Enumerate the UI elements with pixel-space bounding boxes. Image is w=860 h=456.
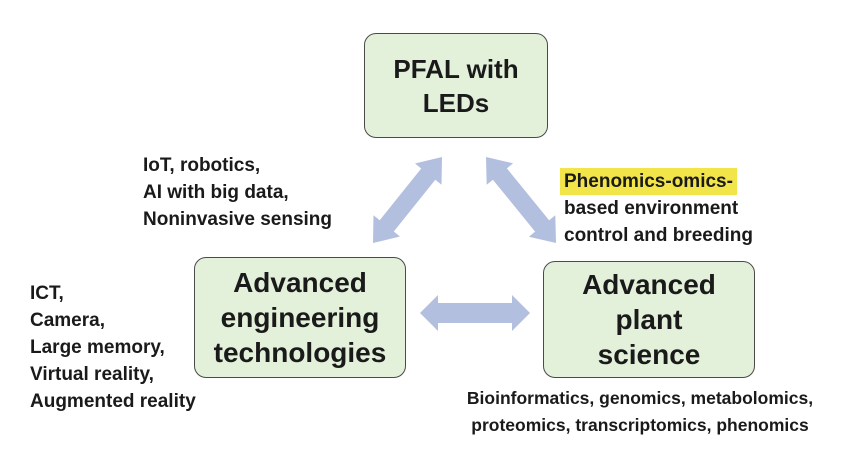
annotation-line: Large memory,: [30, 337, 165, 358]
annotation-line: Bioinformatics, genomics, metabolomics,: [466, 388, 814, 408]
annotation-line: Camera,: [30, 310, 105, 331]
node-advanced-engineering: Advanced engineering technologies: [194, 257, 406, 378]
highlighted-text: Phenomics-omics-: [560, 168, 737, 195]
node-text: Advanced: [233, 267, 367, 298]
node-text: engineering: [220, 302, 380, 333]
arrow-top-left: [373, 157, 442, 243]
arrow-top-right: [486, 157, 556, 243]
node-text: plant: [615, 304, 683, 335]
annotation-line: based environment: [564, 198, 739, 219]
annotation-engineering-link: IoT, robotics, AI with big data, Noninva…: [143, 152, 332, 233]
annotation-line: ICT,: [30, 283, 64, 304]
node-text: PFAL with: [393, 53, 519, 84]
node-text: Advanced: [582, 269, 716, 300]
node-text: technologies: [213, 337, 387, 368]
arrow-left-right: [420, 295, 530, 331]
node-advanced-plant-science: Advanced plant science: [543, 261, 755, 378]
annotation-line: Augmented reality: [30, 391, 196, 412]
annotation-engineering-tools: ICT, Camera, Large memory, Virtual reali…: [30, 280, 196, 415]
annotation-line: Noninvasive sensing: [143, 209, 333, 230]
annotation-plant-link: Phenomics-omics- based environment contr…: [560, 168, 753, 249]
node-pfal-with-leds: PFAL with LEDs: [364, 33, 548, 138]
node-text: LEDs: [422, 87, 490, 118]
node-text: science: [597, 339, 701, 370]
annotation-line: control and breeding: [564, 225, 753, 246]
annotation-line: proteomics, transcriptomics, phenomics: [471, 415, 809, 435]
annotation-line: Virtual reality,: [30, 364, 154, 385]
annotation-plant-omics: Bioinformatics, genomics, metabolomics, …: [440, 385, 840, 439]
annotation-line: IoT, robotics,: [143, 155, 261, 176]
annotation-line: AI with big data,: [143, 182, 289, 203]
